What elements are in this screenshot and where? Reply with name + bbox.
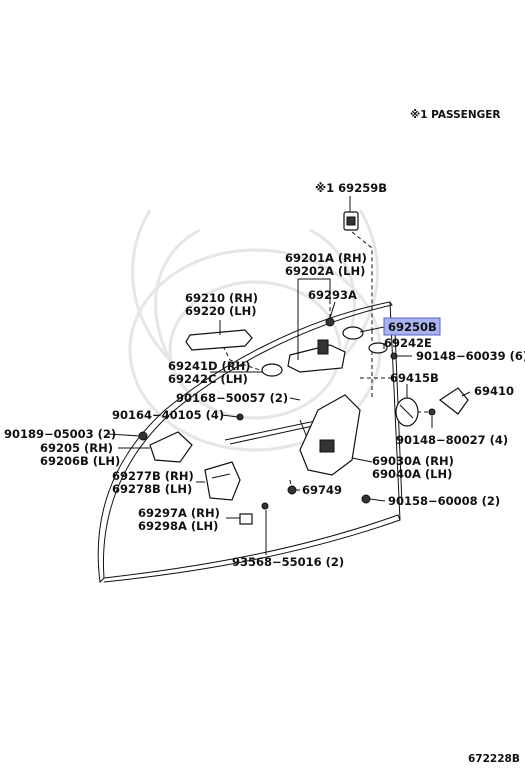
label-69297a[interactable]: 69297A (RH) [138,506,220,520]
passenger-note: ※1 PASSENGER [410,109,501,121]
label-90164-40105[interactable]: 90164−40105 (4) [112,408,224,422]
label-69277b[interactable]: 69277B (RH) [112,469,194,483]
label-69242c[interactable]: 69242C (LH) [168,372,248,386]
label-69250b[interactable]: 69250B [388,320,437,334]
label-69242e[interactable]: 69242E [384,336,432,350]
label-69210[interactable]: 69210 (RH) [185,291,258,305]
diagram-code: 672228B [468,753,520,765]
label-69040a[interactable]: 69040A (LH) [372,467,452,481]
door-panel-outline [97,301,403,584]
label-90189-05003[interactable]: 90189−05003 (2) [4,427,116,441]
label-69259b[interactable]: ※1 69259B [315,181,387,195]
label-90158-60008[interactable]: 90158−60008 (2) [388,494,500,508]
label-90168-50057[interactable]: 90168−50057 (2) [176,391,288,405]
label-69205[interactable]: 69205 (RH) [40,441,113,455]
label-69220[interactable]: 69220 (LH) [185,304,256,318]
label-90148-80027[interactable]: 90148−80027 (4) [396,433,508,447]
part-shapes [138,211,469,525]
highlight-69250b [383,317,441,336]
label-69298a[interactable]: 69298A (LH) [138,519,218,533]
label-69201a[interactable]: 69201A (RH) [285,251,367,265]
label-69278b[interactable]: 69278B (LH) [112,482,192,496]
label-69030a[interactable]: 69030A (RH) [372,454,454,468]
label-69241d[interactable]: 69241D (RH) [168,359,251,373]
leader-lines [107,196,471,555]
label-69293a[interactable]: 69293A [308,288,357,302]
label-93568-55016[interactable]: 93568−55016 (2) [232,555,344,569]
label-69206b[interactable]: 69206B (LH) [40,454,120,468]
part-labels: ※1 PASSENGER ※1 69259B 69201A (RH) 69202… [4,109,525,765]
label-69202a[interactable]: 69202A (LH) [285,264,365,278]
label-69749[interactable]: 69749 [302,483,342,497]
label-69410[interactable]: 69410 [474,384,514,398]
label-90148-60039[interactable]: 90148−60039 (6) [416,349,525,363]
label-69415b[interactable]: 69415B [390,371,439,385]
